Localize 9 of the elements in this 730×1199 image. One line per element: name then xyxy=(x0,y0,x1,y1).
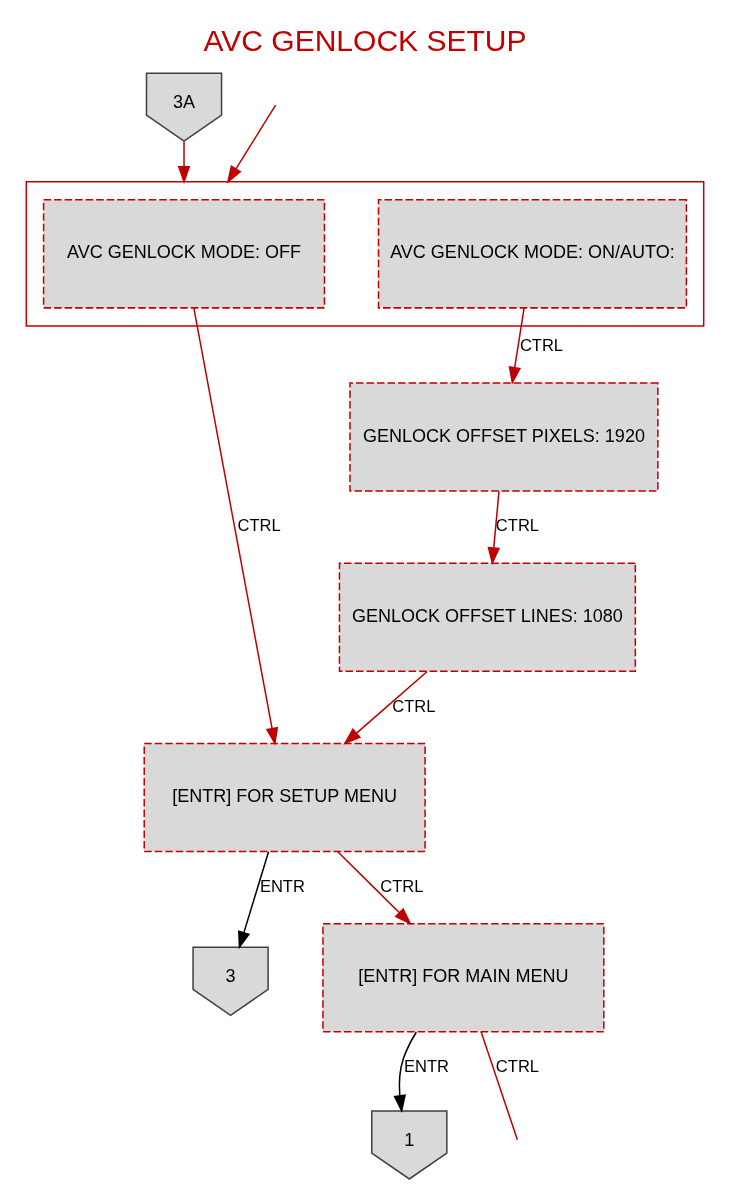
edge-label: CTRL xyxy=(495,515,540,535)
edge-label: CTRL xyxy=(495,1056,540,1076)
edge-label: CTRL xyxy=(237,515,281,535)
diagram-title: AVC GENLOCK SETUP xyxy=(203,23,527,57)
edge-label: CTRL xyxy=(392,696,436,716)
edge-label: ENTR xyxy=(259,876,305,896)
edge-label: ENTR xyxy=(404,1056,450,1076)
edge-label: CTRL xyxy=(519,335,564,355)
edge-label: CTRL xyxy=(380,876,424,896)
